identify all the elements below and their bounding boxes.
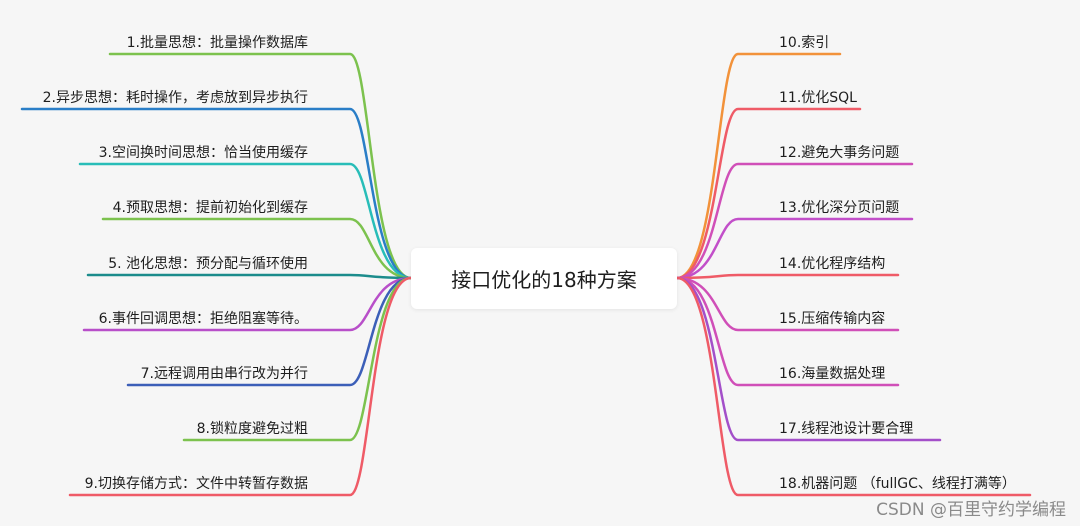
right-branch-label: 12.避免大事务问题: [779, 145, 900, 161]
left-branch-label: 6.事件回调思想：拒绝阻塞等待。: [98, 311, 308, 327]
root-node-label: 接口优化的18种方案: [451, 268, 637, 292]
left-branch-line: [126, 276, 413, 387]
right-branch-line: [675, 276, 1032, 497]
right-branch-line: [675, 52, 842, 280]
right-branch-line: [675, 217, 914, 280]
right-branch-label: 14.优化程序结构: [779, 256, 886, 272]
left-branch-line: [20, 107, 413, 280]
right-branch-line: [675, 107, 862, 280]
right-branch-label: 10.索引: [779, 35, 830, 51]
left-branch-line: [68, 276, 413, 497]
right-branch-label: 18.机器问题 （fullGC、线程打满等）: [779, 476, 1016, 492]
left-branch-label: 7.远程调用由串行改为并行: [140, 366, 308, 382]
right-branch-line: [675, 276, 942, 442]
left-branch-label: 9.切换存储方式：文件中转暂存数据: [84, 476, 308, 492]
right-branch-label: 17.线程池设计要合理: [779, 421, 914, 437]
left-branch-line: [82, 276, 413, 332]
left-branch-line: [86, 273, 413, 280]
right-branch-label: 16.海量数据处理: [779, 366, 886, 382]
left-branch-line: [101, 217, 413, 280]
left-branch-label: 1.批量思想：批量操作数据库: [126, 35, 308, 51]
right-branch-label: 15.压缩传输内容: [779, 311, 886, 327]
right-branch-label: 11.优化SQL: [779, 90, 857, 106]
root-node: 接口优化的18种方案: [411, 248, 677, 309]
right-branch-line: [675, 162, 914, 280]
left-branch-label: 2.异步思想：耗时操作，考虑放到异步执行: [42, 90, 308, 106]
right-branch-line: [675, 276, 900, 332]
watermark: CSDN @百里守约学编程: [876, 500, 1066, 520]
left-branch-line: [182, 276, 413, 442]
left-branch-label: 3.空间换时间思想：恰当使用缓存: [98, 145, 308, 161]
left-branch-line: [108, 52, 413, 280]
right-branch-label: 13.优化深分页问题: [779, 200, 900, 216]
left-branch-label: 4.预取思想：提前初始化到缓存: [112, 200, 308, 216]
left-branch-label: 8.锁粒度避免过粗: [196, 421, 308, 437]
left-branch-label: 5. 池化思想：预分配与循环使用: [108, 256, 308, 272]
right-branch-line: [675, 273, 900, 280]
right-branch-line: [675, 276, 900, 387]
left-branch-line: [78, 162, 413, 280]
